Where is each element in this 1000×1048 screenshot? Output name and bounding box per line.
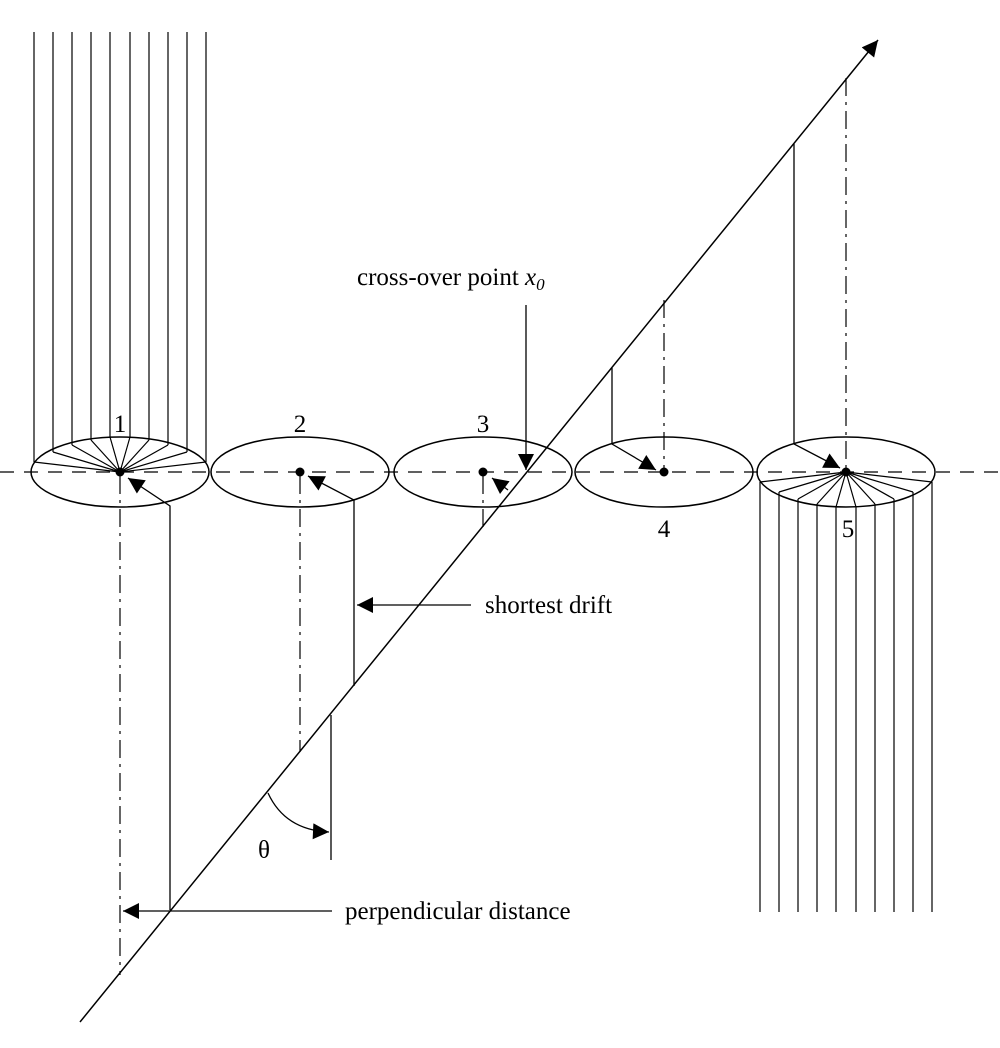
- drift-cell-2: [210, 436, 390, 508]
- drift-cell-5: [756, 436, 936, 508]
- cell-number-1: 1: [114, 411, 127, 438]
- wire-reference-lines: [119, 78, 847, 975]
- cell-number-4: 4: [658, 516, 671, 543]
- theta-angle-arc: [267, 792, 330, 840]
- drift-path-4: [611, 368, 657, 471]
- track-bundle-cell-1: [33, 32, 207, 473]
- cell-number-5: 5: [842, 516, 855, 543]
- cross-over-label: cross-over point x0: [357, 264, 545, 294]
- drift-cell-3: [393, 436, 573, 508]
- track-bundle-cell-5: [759, 471, 933, 912]
- cell-number-2: 2: [294, 411, 307, 438]
- shortest-drift-label: shortest drift: [485, 592, 612, 619]
- drift-paths: [127, 144, 841, 910]
- particle-track: [79, 39, 879, 1023]
- wire-4: [659, 467, 669, 477]
- cell-number-3: 3: [477, 411, 490, 438]
- theta-label: θ: [258, 837, 270, 864]
- perpendicular-distance-label: perpendicular distance: [345, 898, 571, 925]
- drift-cell-1: [30, 436, 210, 508]
- drift-path-5: [793, 144, 841, 469]
- drift-path-1: [127, 477, 171, 910]
- wire-3: [478, 467, 488, 477]
- drift-cells: [30, 436, 936, 508]
- drift-path-2: [307, 475, 355, 686]
- wire-2: [295, 467, 305, 477]
- drift-path-3: [491, 477, 510, 494]
